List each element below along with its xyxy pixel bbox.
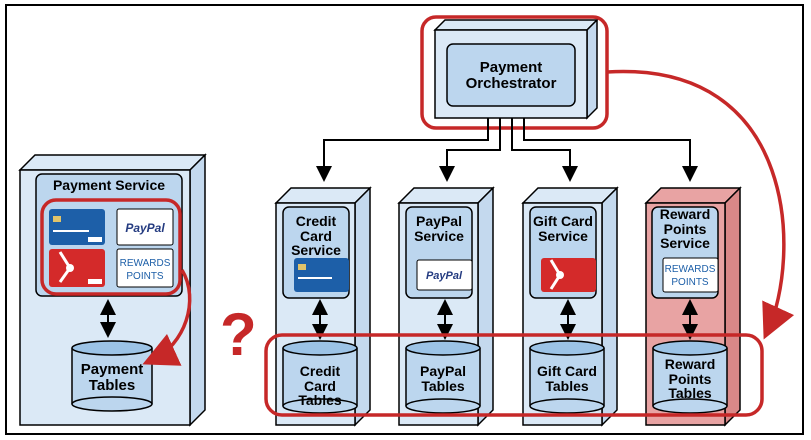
reward-points-service-line3: Service bbox=[660, 235, 710, 252]
monolith-tables-line2: Tables bbox=[88, 376, 136, 394]
paypal-service-label: PayPal Service bbox=[404, 214, 474, 243]
credit-card-service-label: Credit Card Service bbox=[281, 214, 351, 258]
paypal-service-line2: Service bbox=[414, 227, 464, 244]
svg-text:POINTS: POINTS bbox=[671, 277, 709, 288]
svg-text:POINTS: POINTS bbox=[126, 271, 164, 282]
paypal-tables-line1: PayPal bbox=[420, 363, 466, 379]
gift-card-image bbox=[49, 249, 105, 287]
reward-points-service-node: REWARDS POINTS bbox=[644, 186, 742, 427]
diagram-frame bbox=[5, 4, 804, 435]
credit-card-tables-label: Credit Card Tables bbox=[283, 364, 357, 408]
credit-card-tables-line2: Tables bbox=[298, 392, 342, 409]
payment-service-monolith: PayPal REWARDS POINTS bbox=[18, 153, 207, 427]
paypal-service-node: PayPal bbox=[397, 186, 495, 427]
orchestrator-to-tables-arrow bbox=[606, 69, 795, 340]
orchestrator-line2: Orchestrator bbox=[465, 74, 557, 92]
reward-points-service-line2: Points bbox=[663, 220, 707, 237]
tables-highlight bbox=[264, 333, 764, 417]
rewards-points-logo: REWARDS POINTS bbox=[116, 248, 174, 288]
paypal-service-line1: PayPal bbox=[416, 213, 462, 229]
gift-card-tables-line1: Gift Card bbox=[537, 363, 597, 379]
gift-card-tables-label: Gift Card Tables bbox=[530, 364, 604, 393]
reward-points-tables-line2: Points bbox=[668, 370, 712, 387]
credit-card-service-line1: Credit Card bbox=[295, 213, 337, 244]
gift-card-service-line1: Gift Card bbox=[533, 213, 593, 229]
reward-points-service-label: Reward Points Service bbox=[650, 207, 720, 251]
credit-card-service-line2: Service bbox=[291, 242, 341, 259]
orchestrator-highlight bbox=[420, 15, 609, 130]
monolith-tables-line1: Payment bbox=[80, 361, 144, 378]
reward-points-tables-label: Reward Points Tables bbox=[653, 357, 727, 401]
paypal-tables-label: PayPal Tables bbox=[406, 364, 480, 393]
credit-card-tables-line1: Credit Card bbox=[299, 363, 341, 394]
paypal-tables-line2: Tables bbox=[421, 377, 465, 394]
orchestrator-node bbox=[420, 15, 609, 130]
paypal-logo: PayPal bbox=[116, 208, 174, 246]
cards-highlight bbox=[40, 198, 182, 296]
svg-text:REWARDS: REWARDS bbox=[665, 264, 716, 275]
reward-points-tables-line3: Tables bbox=[668, 385, 712, 402]
gift-card-tables-line2: Tables bbox=[545, 377, 589, 394]
svg-text:PayPal: PayPal bbox=[125, 221, 165, 235]
credit-card-service-node bbox=[274, 186, 372, 427]
question-mark: ? bbox=[220, 301, 257, 368]
svg-text:PayPal: PayPal bbox=[426, 270, 463, 282]
gift-card-service-line2: Service bbox=[538, 227, 588, 244]
svg-text:REWARDS: REWARDS bbox=[120, 258, 171, 269]
reward-points-tables-line1: Reward bbox=[664, 356, 716, 372]
orchestrator-label: Payment Orchestrator bbox=[447, 60, 575, 92]
reward-points-service-line1: Reward bbox=[659, 206, 711, 222]
credit-card-image bbox=[49, 209, 105, 245]
orchestrator-arrows bbox=[316, 118, 698, 182]
gift-card-service-label: Gift Card Service bbox=[528, 214, 598, 243]
orchestrator-line1: Payment bbox=[479, 59, 543, 76]
monolith-title: Payment Service bbox=[52, 177, 166, 193]
gift-card-service-node bbox=[521, 186, 619, 427]
monolith-tables-label: Payment Tables bbox=[72, 362, 152, 394]
